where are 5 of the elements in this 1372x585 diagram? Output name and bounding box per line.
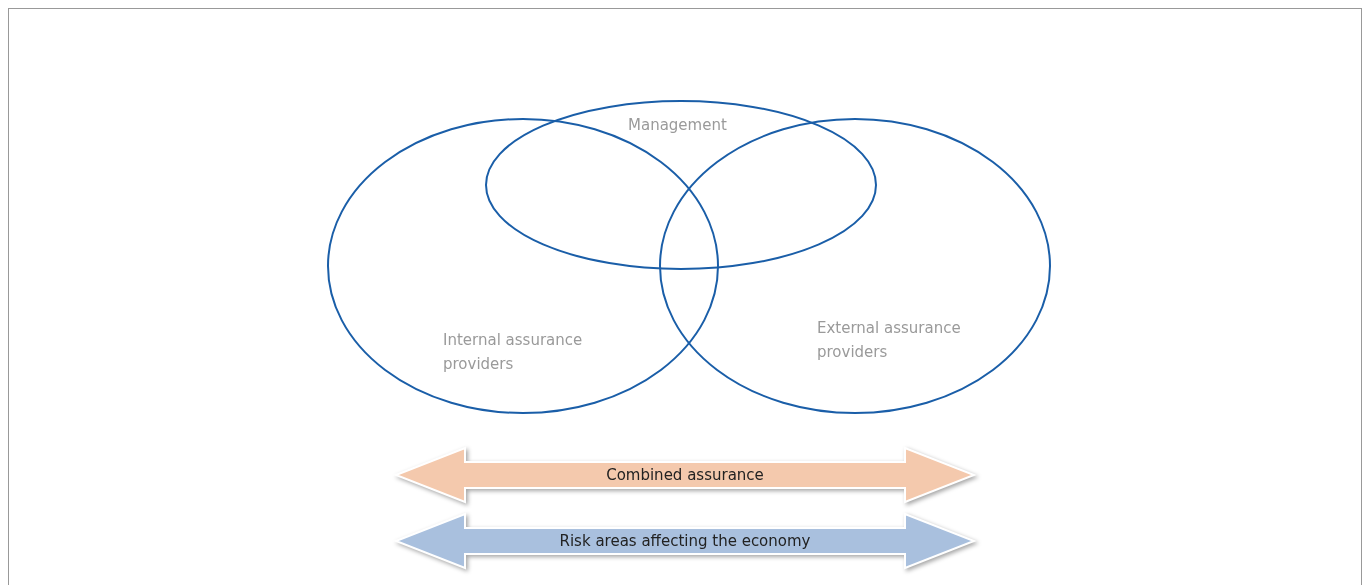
node-label: External assurance providers xyxy=(817,318,962,363)
node-label: Internal assurance providers xyxy=(443,330,584,375)
node-label: Risk areas affecting the economy xyxy=(559,531,811,552)
node-label: Management xyxy=(628,115,727,136)
node-label: Combined assurance xyxy=(606,465,764,486)
